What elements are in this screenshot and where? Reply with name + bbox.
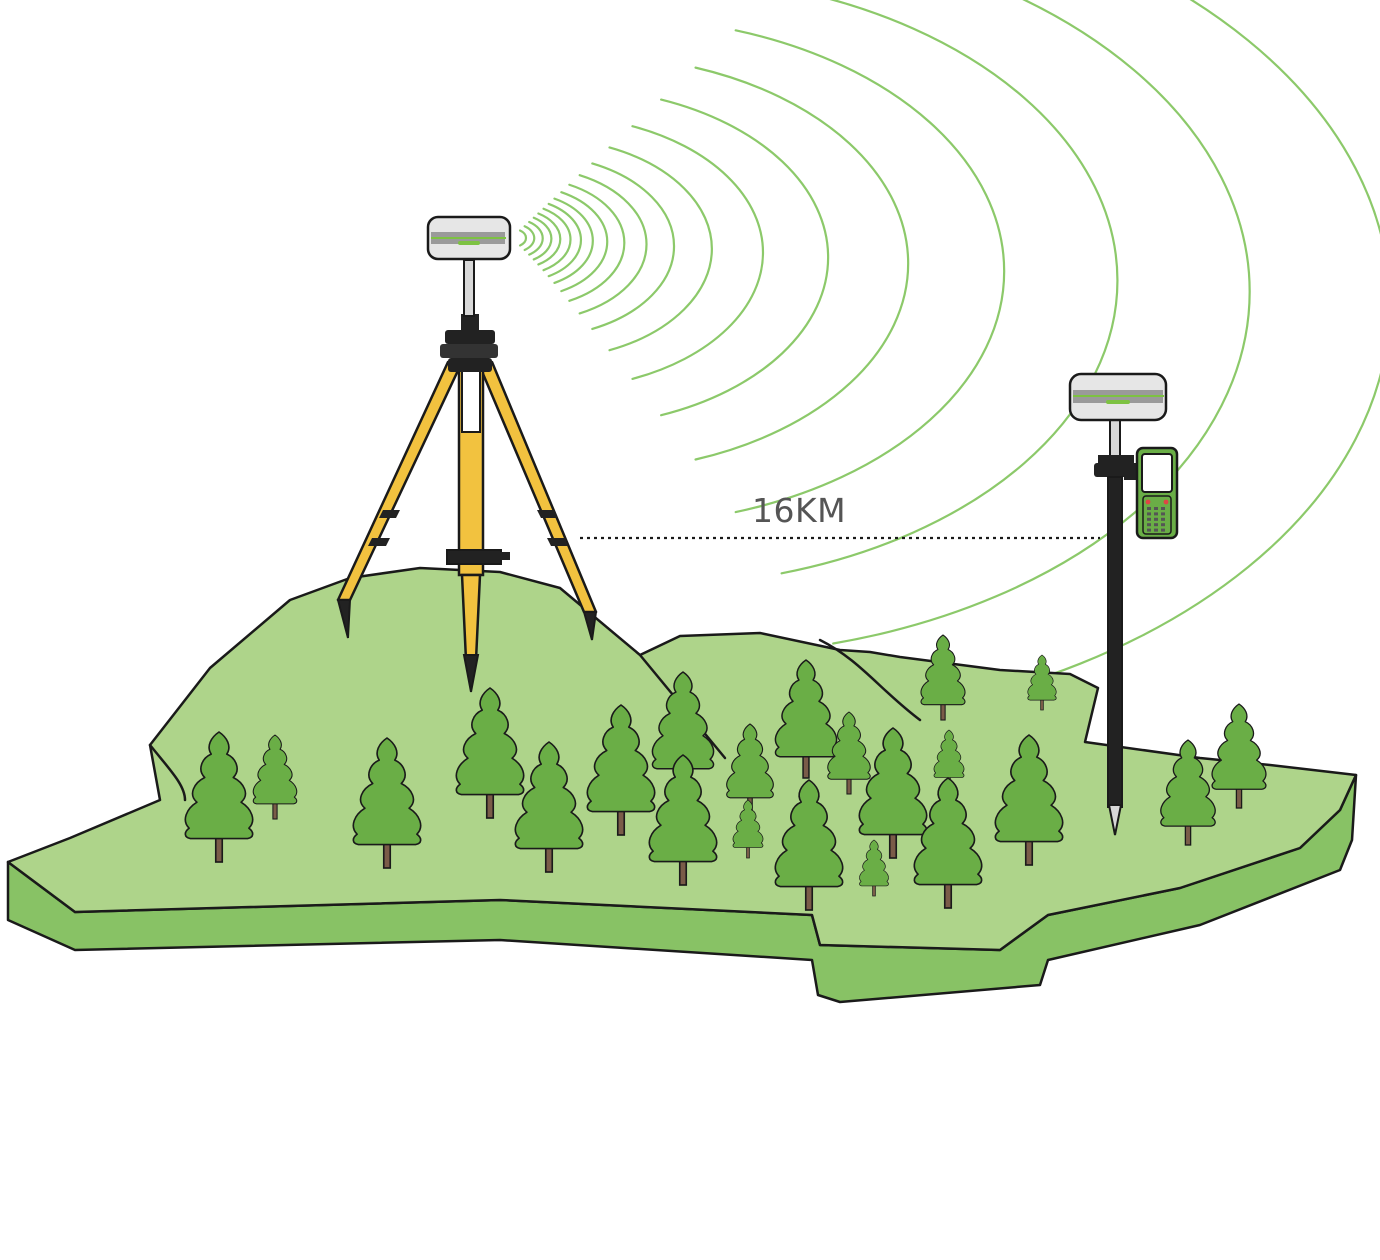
signal-arc <box>591 162 676 331</box>
keypad-key <box>1154 523 1158 527</box>
distance-label: 16KM <box>752 491 847 530</box>
signal-arc <box>547 202 582 278</box>
gnss-base-station-icon <box>336 215 598 693</box>
keypad-key <box>1147 517 1151 521</box>
keypad-key <box>1154 517 1158 521</box>
signal-arc <box>528 220 544 256</box>
signal-arc <box>523 225 536 252</box>
keypad-key <box>1147 523 1151 527</box>
keypad-key <box>1154 528 1158 532</box>
signal-arc <box>883 0 1380 717</box>
signal-arc <box>532 216 553 261</box>
signal-arc <box>560 191 609 293</box>
hill-ridge-right <box>818 638 922 722</box>
signal-arc <box>631 125 765 380</box>
signal-arc <box>553 197 594 285</box>
signal-arc <box>537 212 562 266</box>
signal-arc <box>568 183 626 302</box>
signal-arc <box>780 0 1119 575</box>
signal-arc <box>608 146 713 352</box>
keypad-key <box>1161 507 1165 510</box>
signal-arc <box>542 207 572 272</box>
keypad-key <box>1154 507 1158 510</box>
signal-arc <box>660 98 830 417</box>
hill-ridge-left <box>148 743 187 802</box>
keypad-key <box>1161 517 1165 521</box>
signal-arc <box>518 229 528 247</box>
handheld-controller-icon <box>1124 446 1179 540</box>
signal-arc <box>734 29 1006 514</box>
signal-arc <box>832 0 1251 645</box>
keypad-key <box>1161 523 1165 527</box>
gnss-rover-icon <box>1068 372 1168 836</box>
signal-waves <box>518 0 1380 717</box>
keypad-key <box>1161 512 1165 516</box>
keypad-key <box>1147 507 1151 510</box>
keypad-key <box>1154 512 1158 516</box>
keypad-key <box>1147 512 1151 516</box>
keypad-key <box>1147 528 1151 532</box>
keypad-key <box>1161 528 1165 532</box>
signal-arc <box>694 66 910 461</box>
signal-arc <box>578 174 648 315</box>
